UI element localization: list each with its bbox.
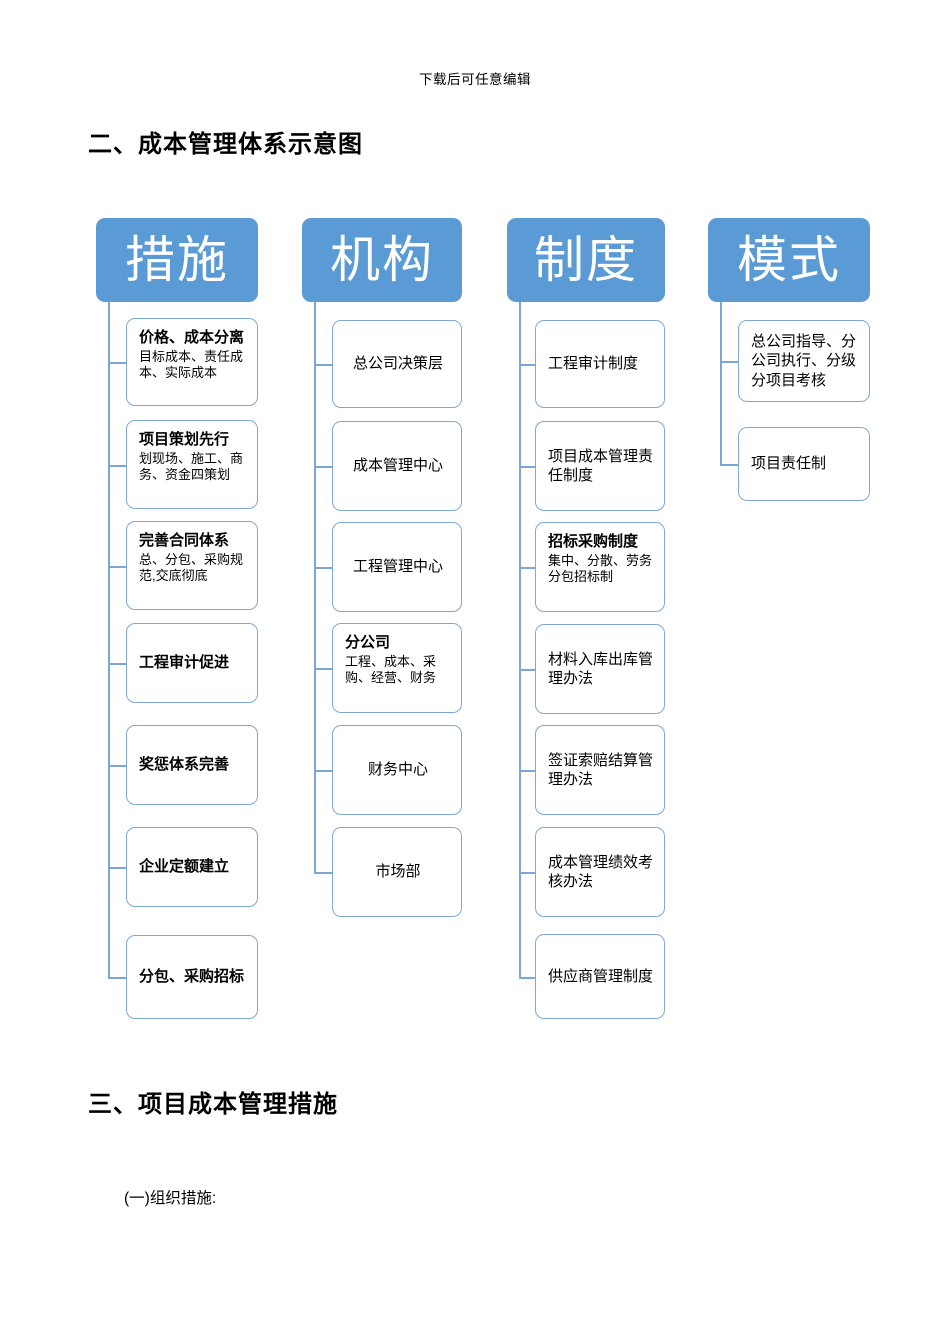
- diagram-node-title: 总公司决策层: [352, 355, 443, 373]
- diagram-node-title: 工程审计促进: [139, 654, 230, 672]
- connector-stub: [108, 977, 126, 979]
- connector-stub: [720, 464, 738, 466]
- diagram-node-subtitle: 工程、成本、采购、经营、财务: [345, 654, 437, 686]
- diagram-node[interactable]: 财务中心: [332, 725, 462, 815]
- connector-stub: [314, 466, 332, 468]
- connector-stub: [108, 565, 126, 568]
- column-header-label: 机构: [330, 232, 434, 288]
- diagram-node-subtitle: 总、分包、采购规范,交底彻底: [139, 552, 244, 584]
- diagram-node-title: 签证索赔结算管理办法: [548, 751, 654, 788]
- connector-stub: [314, 770, 332, 772]
- connector-stub: [314, 567, 332, 569]
- connector-stub: [519, 669, 535, 671]
- diagram-node-title: 成本管理中心: [352, 457, 443, 475]
- column-header-label: 制度: [534, 232, 638, 288]
- diagram-node[interactable]: 总公司指导、分公司执行、分级分项目考核: [738, 320, 870, 402]
- connector-stub: [108, 663, 126, 665]
- diagram-node[interactable]: 企业定额建立: [126, 827, 258, 907]
- column-header-box[interactable]: 模式: [708, 218, 870, 302]
- column-header-box[interactable]: 制度: [507, 218, 665, 302]
- connector-trunk: [314, 302, 316, 872]
- cost-management-system-diagram: 措施价格、成本分离目标成本、责任成本、实际成本项目策划先行划现场、施工、商务、资…: [96, 218, 870, 1019]
- diagram-node[interactable]: 工程管理中心: [332, 522, 462, 612]
- diagram-node-title: 工程管理中心: [352, 558, 443, 576]
- diagram-node-title: 分公司: [345, 634, 391, 651]
- document-note: 下载后可任意编辑: [419, 72, 531, 87]
- connector-stub: [720, 361, 738, 363]
- diagram-node-title: 材料入库出库管理办法: [548, 650, 654, 687]
- diagram-node[interactable]: 材料入库出库管理办法: [535, 624, 665, 714]
- diagram-node-title: 招标采购制度: [548, 533, 639, 550]
- diagram-node-subtitle: 目标成本、责任成本、实际成本: [139, 349, 244, 381]
- diagram-node-subtitle: 集中、分散、劳务分包招标制: [548, 553, 653, 585]
- connector-stub: [108, 765, 126, 767]
- diagram-node-title: 财务中心: [367, 761, 428, 779]
- connector-stub: [519, 976, 535, 979]
- connector-stub: [108, 867, 126, 869]
- diagram-node[interactable]: 分公司工程、成本、采购、经营、财务: [332, 623, 462, 713]
- column-header-box[interactable]: 措施: [96, 218, 258, 302]
- diagram-node-title: 供应商管理制度: [548, 967, 654, 985]
- diagram-node[interactable]: 市场部: [332, 827, 462, 917]
- diagram-node-title: 完善合同体系: [139, 532, 230, 549]
- diagram-node-title: 成本管理绩效考核办法: [548, 853, 654, 890]
- diagram-node-title: 总公司指导、分公司执行、分级分项目考核: [751, 333, 857, 389]
- connector-stub: [519, 872, 535, 874]
- connector-stub: [519, 567, 535, 569]
- diagram-node-title: 企业定额建立: [139, 858, 230, 876]
- diagram-node-title: 工程审计制度: [548, 355, 639, 373]
- diagram-node[interactable]: 工程审计促进: [126, 623, 258, 703]
- connector-stub: [519, 364, 535, 366]
- diagram-node[interactable]: 签证索赔结算管理办法: [535, 725, 665, 815]
- diagram-node[interactable]: 供应商管理制度: [535, 934, 665, 1019]
- connector-stub: [108, 464, 126, 467]
- section-heading-two: 二、成本管理体系示意图: [88, 131, 363, 158]
- body-paragraph: (一)组织措施:: [124, 1190, 217, 1207]
- connector-trunk: [720, 302, 722, 464]
- diagram-node-title: 分包、采购招标: [139, 968, 245, 986]
- diagram-node-title: 项目策划先行: [139, 431, 230, 448]
- section-heading-three: 三、项目成本管理措施: [88, 1091, 338, 1118]
- connector-stub: [314, 364, 332, 366]
- diagram-node-title: 奖惩体系完善: [139, 756, 230, 774]
- diagram-node[interactable]: 完善合同体系总、分包、采购规范,交底彻底: [126, 521, 258, 610]
- diagram-node[interactable]: 成本管理绩效考核办法: [535, 827, 665, 917]
- connector-trunk: [108, 302, 110, 977]
- diagram-node[interactable]: 工程审计制度: [535, 320, 665, 408]
- diagram-node-title: 项目责任制: [751, 455, 827, 473]
- diagram-node[interactable]: 项目责任制: [738, 427, 870, 501]
- diagram-node[interactable]: 招标采购制度集中、分散、劳务分包招标制: [535, 522, 665, 612]
- diagram-node-title: 市场部: [375, 863, 421, 881]
- connector-stub: [314, 668, 332, 670]
- connector-trunk: [519, 302, 521, 977]
- connector-stub: [519, 466, 535, 468]
- column-header-label: 措施: [125, 232, 229, 288]
- diagram-node[interactable]: 成本管理中心: [332, 421, 462, 511]
- diagram-node-title: 价格、成本分离: [139, 329, 245, 346]
- diagram-node[interactable]: 奖惩体系完善: [126, 725, 258, 805]
- column-header-label: 模式: [737, 232, 841, 288]
- diagram-node-title: 项目成本管理责任制度: [548, 447, 654, 484]
- connector-stub: [314, 872, 332, 874]
- connector-stub: [108, 362, 126, 364]
- connector-stub: [519, 770, 535, 772]
- diagram-node[interactable]: 分包、采购招标: [126, 935, 258, 1019]
- diagram-node-subtitle: 划现场、施工、商务、资金四策划: [139, 451, 244, 483]
- column-header-box[interactable]: 机构: [302, 218, 462, 302]
- diagram-node[interactable]: 项目成本管理责任制度: [535, 421, 665, 511]
- diagram-node[interactable]: 项目策划先行划现场、施工、商务、资金四策划: [126, 420, 258, 509]
- diagram-node[interactable]: 总公司决策层: [332, 320, 462, 408]
- diagram-node[interactable]: 价格、成本分离目标成本、责任成本、实际成本: [126, 318, 258, 406]
